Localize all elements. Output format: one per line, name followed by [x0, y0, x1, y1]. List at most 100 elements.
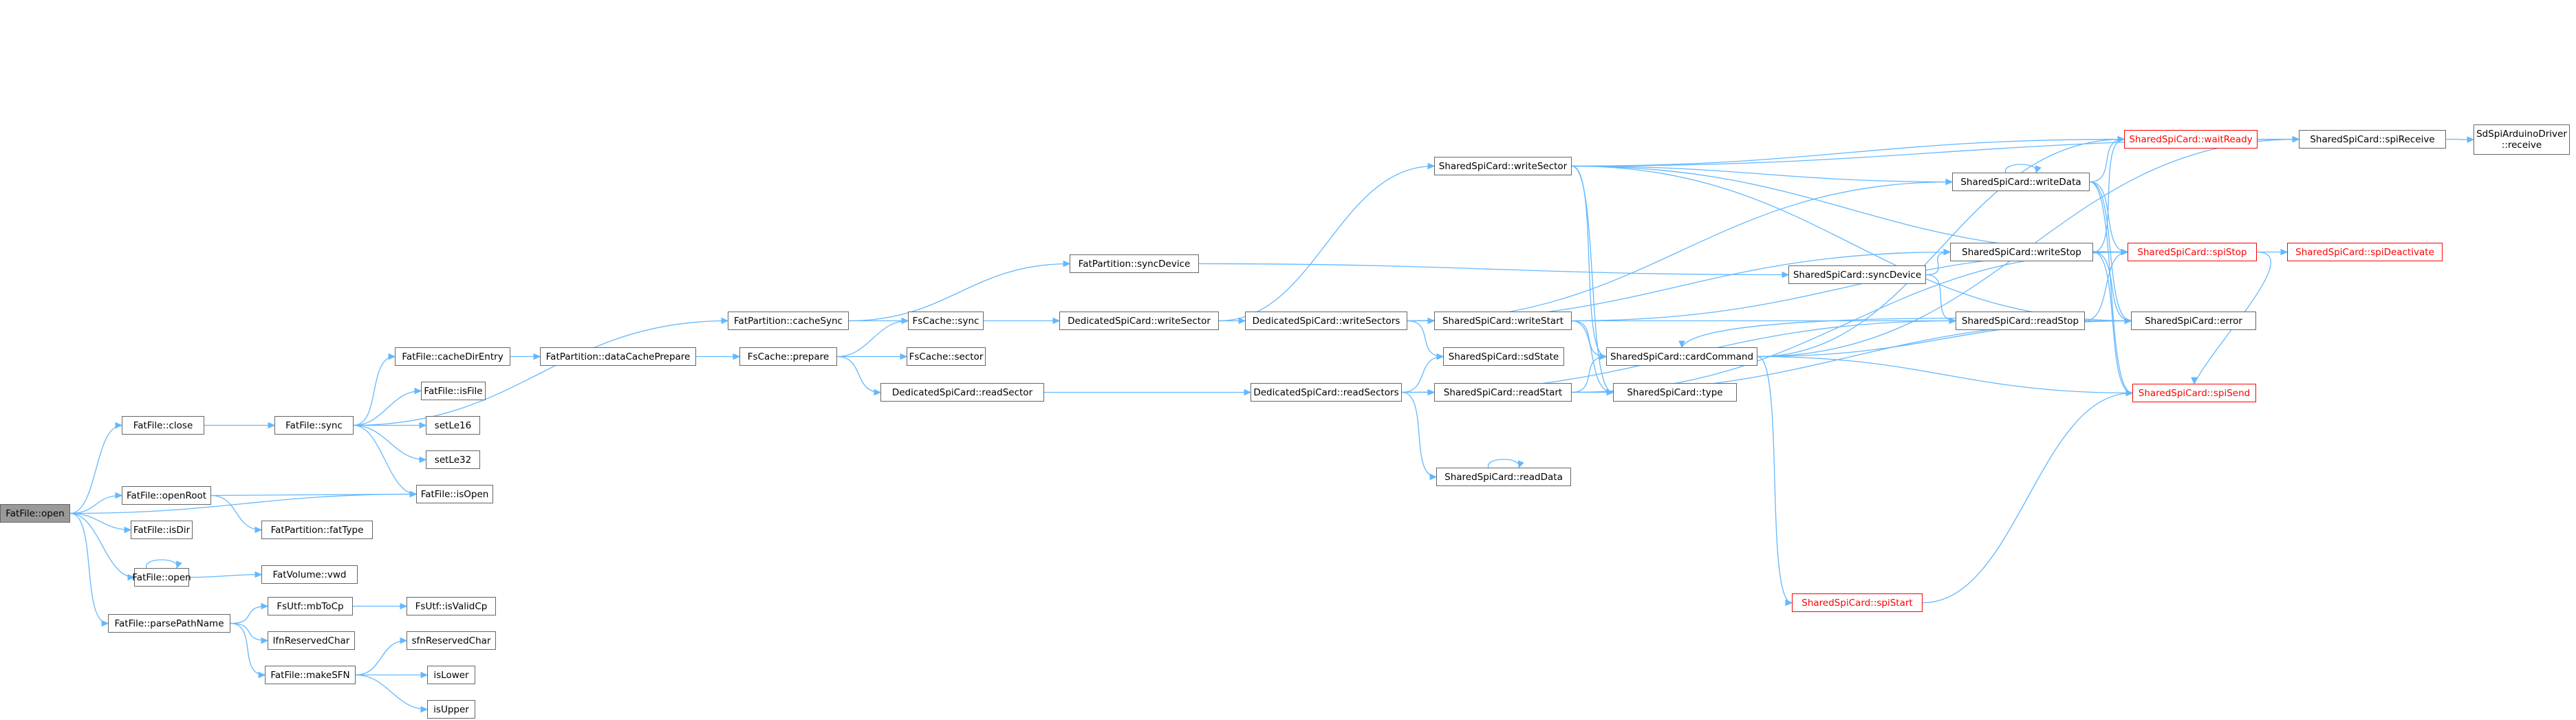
node-sd-state[interactable]: SharedSpiCard::sdState: [1443, 347, 1564, 366]
edge-close-to-sync: [204, 422, 276, 429]
node-spi-receive[interactable]: SharedSpiCard::spiReceive: [2299, 130, 2446, 149]
edge-parse-path-name-to-mb-to-cp: [230, 602, 269, 624]
edge-sync-to-is-file: [353, 387, 422, 426]
node-write-sector[interactable]: SharedSpiCard::writeSector: [1434, 157, 1572, 175]
node-write-start[interactable]: SharedSpiCard::writeStart: [1434, 312, 1572, 330]
node-write-data[interactable]: SharedSpiCard::writeData: [1952, 173, 2090, 191]
node-open-root: FatFile::open: [0, 504, 70, 523]
node-is-dir[interactable]: FatFile::isDir: [131, 521, 193, 539]
edge-fscache-sync-to-d-write-sector: [984, 317, 1061, 325]
edge-d-read-sectors-to-read-data: [1401, 391, 1438, 481]
node-type[interactable]: SharedSpiCard::type: [1613, 383, 1737, 402]
edge-prepare-to-fscache-sync: [836, 317, 909, 358]
edge-open-root-to-close: [69, 422, 123, 514]
edge-prepare-to-d-read-sector: [836, 356, 882, 396]
node-prepare[interactable]: FsCache::prepare: [739, 347, 837, 366]
edge-open-self-to-vwd: [188, 571, 263, 578]
node-open-root[interactable]: FatFile::openRoot: [122, 486, 211, 505]
node-receive[interactable]: SdSpiArduinoDriver ::receive: [2474, 124, 2570, 155]
edge-open-self-to-open-self: [146, 559, 182, 569]
node-spi-start[interactable]: SharedSpiCard::spiStart: [1792, 593, 1923, 612]
node-sync[interactable]: FatFile::sync: [274, 416, 354, 435]
node-set-le16[interactable]: setLe16: [426, 416, 480, 435]
node-read-start[interactable]: SharedSpiCard::readStart: [1434, 383, 1572, 402]
node-read-stop[interactable]: SharedSpiCard::readStop: [1956, 312, 2085, 330]
node-vwd[interactable]: FatVolume::vwd: [261, 565, 358, 584]
edge-card-command-to-spi-send: [1757, 356, 2134, 397]
node-data-cache-prepare[interactable]: FatPartition::dataCachePrepare: [540, 347, 696, 366]
node-mb-to-cp[interactable]: FsUtf::mbToCp: [268, 597, 353, 615]
edge-spi-start-to-spi-send: [1922, 389, 2134, 604]
node-write-stop[interactable]: SharedSpiCard::writeStop: [1950, 243, 2093, 261]
edge-parse-path-name-to-lfn-reserved-char: [230, 622, 269, 644]
node-is-file[interactable]: FatFile::isFile: [421, 382, 486, 400]
node-spi-deactivate[interactable]: SharedSpiCard::spiDeactivate: [2287, 243, 2443, 261]
edge-make-sfn-to-is-lower: [356, 671, 429, 679]
edge-wait-ready-to-spi-receive: [2258, 135, 2300, 143]
node-fscache-sync[interactable]: FsCache::sync: [908, 312, 984, 330]
edge-card-command-to-spi-start: [1757, 356, 1793, 607]
edge-write-data-to-write-data: [2005, 164, 2042, 174]
edge-open-root-to-open-root: [69, 492, 123, 514]
edge-sync-to-is-open: [353, 424, 418, 498]
edge-read-data-to-read-data: [1488, 459, 1524, 469]
edge-open-root-to-parse-path-name: [69, 512, 109, 627]
node-parse-path-name[interactable]: FatFile::parsePathName: [108, 614, 230, 633]
edge-d-write-sectors-to-write-stop: [1407, 248, 1951, 322]
node-is-open[interactable]: FatFile::isOpen: [416, 485, 493, 503]
node-sfn-reserved-char[interactable]: sfnReservedChar: [407, 631, 496, 650]
edge-read-stop-to-spi-stop: [2084, 248, 2129, 322]
node-d-read-sectors[interactable]: DedicatedSpiCard::readSectors: [1251, 383, 1402, 402]
edge-write-sector-to-write-data: [1571, 165, 1953, 186]
edge-d-write-sector-to-write-sector: [1218, 162, 1436, 322]
edge-write-sector-to-card-command: [1571, 165, 1608, 360]
node-wait-ready[interactable]: SharedSpiCard::waitReady: [2124, 130, 2258, 149]
edge-make-sfn-to-sfn-reserved-char: [355, 637, 408, 676]
edge-spi-stop-to-spi-send: [2191, 251, 2271, 385]
edge-open-root-to-is-dir: [69, 512, 132, 534]
edge-cache-sync-to-sync-device: [848, 260, 1071, 322]
edge-sync-device-to-sync-device2: [1198, 263, 1790, 279]
node-is-upper[interactable]: isUpper: [427, 700, 475, 719]
node-spi-stop[interactable]: SharedSpiCard::spiStop: [2128, 243, 2257, 261]
edge-sync-device2-to-write-stop: [1925, 248, 1951, 276]
edge-prepare-to-sector: [836, 353, 908, 360]
node-error[interactable]: SharedSpiCard::error: [2131, 312, 2256, 330]
edge-sync-to-cache-sync: [353, 317, 729, 426]
node-card-command[interactable]: SharedSpiCard::cardCommand: [1606, 347, 1757, 366]
edge-sync-to-cache-dir-entry: [353, 353, 396, 426]
node-fat-type[interactable]: FatPartition::fatType: [261, 521, 373, 539]
edge-sync-device2-to-read-stop: [1925, 274, 1957, 325]
node-sync-device2[interactable]: SharedSpiCard::syncDevice: [1788, 265, 1926, 284]
edge-open-root-to-fat-type: [210, 494, 263, 534]
node-cache-dir-entry[interactable]: FatFile::cacheDirEntry: [395, 347, 510, 366]
edge-make-sfn-to-is-upper: [355, 674, 429, 713]
node-read-data[interactable]: SharedSpiCard::readData: [1436, 468, 1571, 486]
edge-write-stop-to-error: [2092, 251, 2132, 325]
edge-write-data-to-spi-send: [2089, 181, 2134, 397]
node-make-sfn[interactable]: FatFile::makeSFN: [265, 666, 356, 684]
node-sync-device[interactable]: FatPartition::syncDevice: [1070, 254, 1199, 273]
node-cache-sync[interactable]: FatPartition::cacheSync: [728, 312, 849, 330]
node-close[interactable]: FatFile::close: [122, 416, 204, 435]
edge-write-stop-to-wait-ready: [2092, 135, 2125, 253]
node-spi-send[interactable]: SharedSpiCard::spiSend: [2132, 384, 2256, 402]
edge-parse-path-name-to-make-sfn: [230, 622, 266, 679]
node-d-write-sector[interactable]: DedicatedSpiCard::writeSector: [1059, 312, 1219, 330]
edge-cache-dir-entry-to-data-cache-prepare: [510, 353, 541, 360]
edge-open-root-to-is-open: [210, 490, 418, 498]
node-is-lower[interactable]: isLower: [427, 666, 475, 684]
edge-d-read-sector-to-d-read-sectors: [1043, 389, 1252, 396]
node-open-self[interactable]: FatFile::open: [132, 568, 191, 587]
node-lfn-reserved-char[interactable]: lfnReservedChar: [268, 631, 355, 650]
node-sector[interactable]: FsCache::sector: [907, 347, 986, 366]
node-set-le32[interactable]: setLe32: [426, 450, 480, 469]
edge-mb-to-cp-to-is-valid-cp: [353, 602, 408, 610]
edge-spi-stop-to-spi-deactivate: [2256, 248, 2288, 256]
edge-data-cache-prepare-to-prepare: [695, 353, 741, 360]
node-d-read-sector[interactable]: DedicatedSpiCard::readSector: [880, 383, 1044, 402]
node-d-write-sectors[interactable]: DedicatedSpiCard::writeSectors: [1245, 312, 1407, 330]
edge-d-write-sectors-to-write-data: [1407, 178, 1953, 322]
node-is-valid-cp[interactable]: FsUtf::isValidCp: [407, 597, 496, 615]
